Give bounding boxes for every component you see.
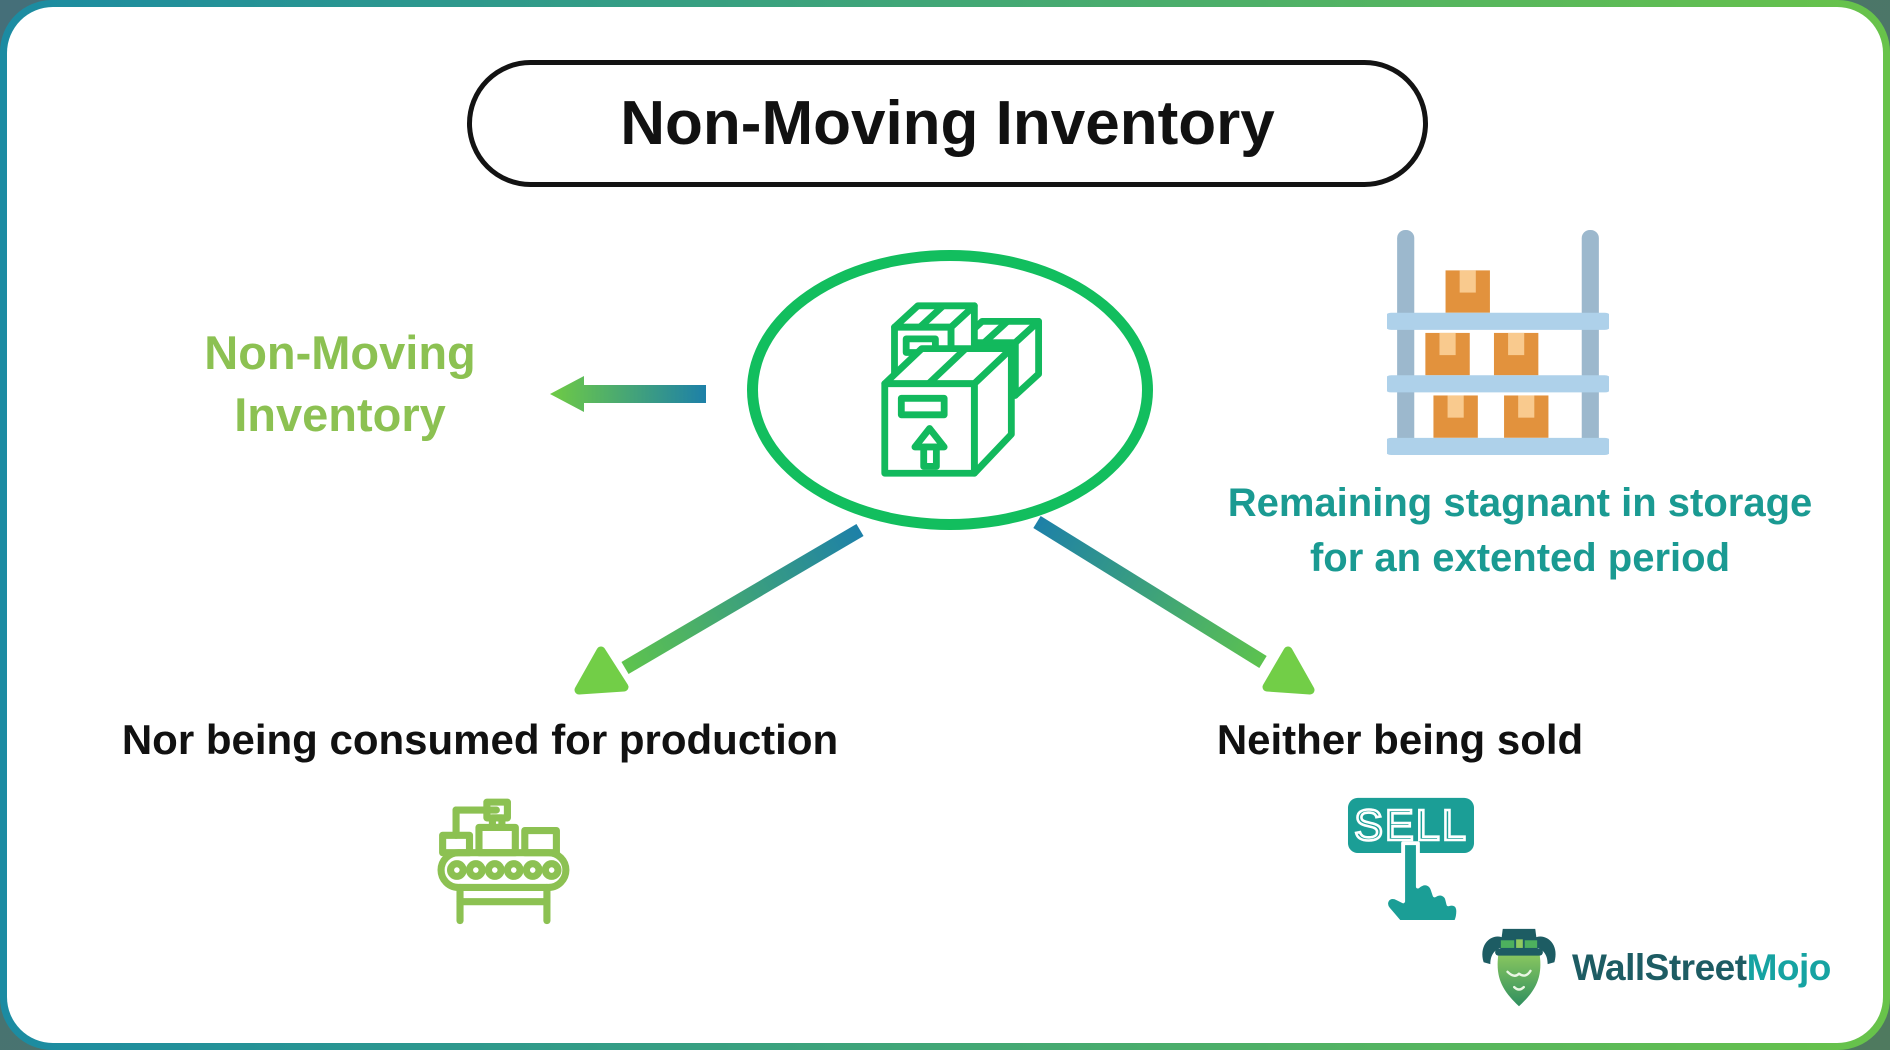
down-left-arrow-icon [574,523,864,695]
sold-label: Neither being sold [1216,716,1584,763]
center-ellipse [747,250,1153,530]
storage-note-line-1: Remaining stagnant in storage [1227,481,1813,525]
logo-text: WallStreetMojo [1572,947,1831,989]
click-hand-icon [1384,841,1461,920]
boxes-icon [881,302,1043,477]
storage-note-line-2: for an extented period [1309,536,1731,580]
bull-mascot-icon [1482,928,1556,1007]
sell-click-icon: SELL [1347,797,1475,920]
wallstreetmojo-logo: WallStreetMojo [1476,922,1831,1014]
down-right-arrow-icon [1033,516,1315,695]
label-line-2: Inventory [234,388,446,441]
storage-note: Remaining stagnant in storage for an ext… [1140,476,1890,586]
storage-rack-icon [1387,230,1609,455]
conveyor-belt-icon [437,798,570,925]
left-arrow-icon [550,376,706,412]
logo-text-primary: WallStreet [1572,947,1747,988]
production-label: Nor being consumed for production [121,716,839,763]
label-line-1: Non-Moving [204,326,476,379]
page-title: Non-Moving Inventory [467,60,1428,187]
logo-text-secondary: Mojo [1746,947,1832,988]
non-moving-inventory-label: Non-Moving Inventory [110,322,570,446]
page-title-text: Non-Moving Inventory [620,89,1275,158]
